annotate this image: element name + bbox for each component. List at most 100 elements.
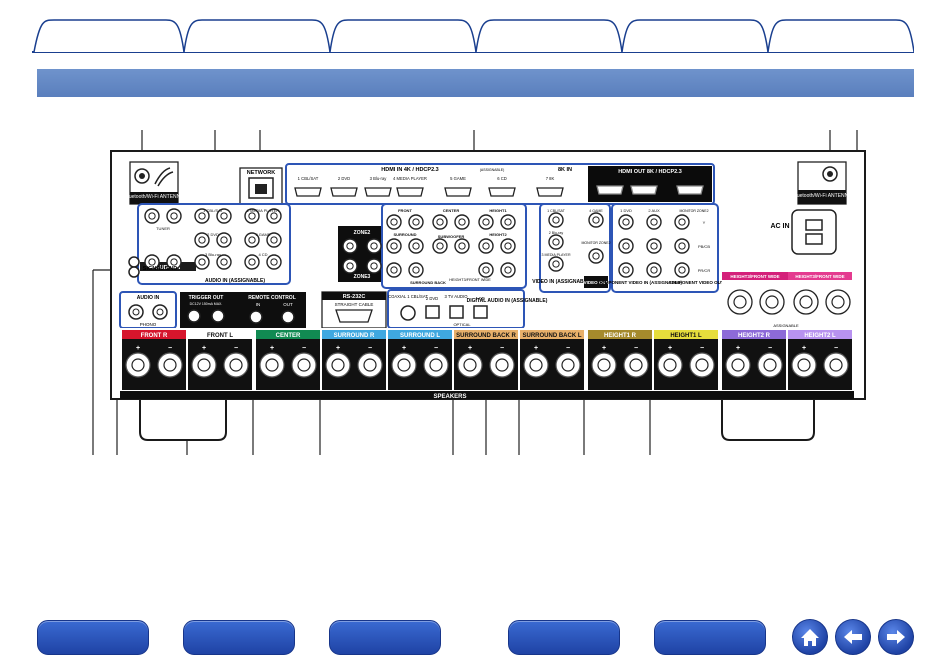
preout-jack[interactable] <box>408 262 424 278</box>
speaker-terminal-pair[interactable]: HEIGHT1 R+− <box>588 330 652 390</box>
audio-in-jack[interactable] <box>216 232 232 248</box>
remote-out-jack[interactable] <box>281 310 295 324</box>
bottom-nav-2[interactable] <box>183 620 295 655</box>
preout-jack[interactable] <box>478 214 494 230</box>
hdmi-output-port[interactable] <box>630 185 658 195</box>
preout-jack[interactable] <box>386 238 402 254</box>
hdmi-output-port[interactable] <box>596 185 624 195</box>
speaker-terminal-pair[interactable]: FRONT R+− <box>122 330 186 390</box>
signal-gnd[interactable]: SIGNAL GND <box>128 256 177 278</box>
zone3-jack-l[interactable] <box>342 258 358 274</box>
height3-terminal-pair[interactable] <box>793 289 851 315</box>
audio-in-jack[interactable] <box>194 232 210 248</box>
phono-input[interactable]: AUDIO IN PHONO <box>119 291 177 329</box>
speaker-terminal-pair[interactable]: HEIGHT2 L+− <box>788 330 852 390</box>
trigger-remote-block: TRIGGER OUT DC12V 150mA MAX. REMOTE CONT… <box>180 292 306 328</box>
preout-jack[interactable] <box>454 238 470 254</box>
back-button[interactable] <box>835 619 871 655</box>
bottom-nav-4[interactable] <box>508 620 620 655</box>
preout-jack[interactable] <box>386 214 402 230</box>
speaker-terminal-pair[interactable]: CENTER+− <box>256 330 320 390</box>
hdmi-output-port[interactable] <box>676 185 704 195</box>
hdmi-input-port[interactable] <box>488 187 516 197</box>
polarity-mark: − <box>368 345 372 352</box>
component-jack[interactable] <box>618 238 634 254</box>
optical-tv-port[interactable] <box>449 305 464 319</box>
speaker-terminal-pair[interactable]: SURROUND R+− <box>322 330 386 390</box>
preout-jack[interactable] <box>500 238 516 254</box>
audio-in-jack[interactable] <box>244 232 260 248</box>
component-jack[interactable] <box>674 214 690 230</box>
preout-jack[interactable] <box>478 238 494 254</box>
component-jack[interactable] <box>646 214 662 230</box>
audio-in-jack[interactable] <box>244 254 260 270</box>
remote-in-jack[interactable] <box>249 310 263 324</box>
optical-cd-port[interactable] <box>473 305 488 319</box>
preout-jack[interactable] <box>408 238 424 254</box>
speaker-terminal-pair[interactable]: SURROUND BACK R+− <box>454 330 518 390</box>
component-jack[interactable] <box>674 262 690 278</box>
audio-in-jack[interactable] <box>266 254 282 270</box>
audio-in-jack[interactable] <box>166 254 182 270</box>
audio-in-jack[interactable] <box>244 208 260 224</box>
speaker-terminal-pair[interactable]: SURROUND L+− <box>388 330 452 390</box>
audio-in-jack[interactable] <box>216 208 232 224</box>
preout-jack[interactable] <box>432 214 448 230</box>
trigger-jack-2[interactable] <box>211 309 225 323</box>
hdmi-input-port[interactable] <box>330 187 358 197</box>
optical-dvd-port[interactable] <box>425 305 440 319</box>
audio-in-jack[interactable] <box>266 208 282 224</box>
component-jack[interactable] <box>646 262 662 278</box>
hdmi-input-port[interactable] <box>396 187 424 197</box>
video-jack[interactable] <box>548 212 564 228</box>
video-jack[interactable] <box>588 248 604 264</box>
network-port[interactable]: NETWORK <box>239 167 283 207</box>
component-jack[interactable] <box>618 262 634 278</box>
zone3-jack-r[interactable] <box>366 258 382 274</box>
video-jack[interactable] <box>588 212 604 228</box>
preout-jack[interactable] <box>500 214 516 230</box>
bottom-nav-1[interactable] <box>37 620 149 655</box>
audio-in-jack[interactable] <box>144 208 160 224</box>
forward-button[interactable] <box>878 619 914 655</box>
hdmi-input-port[interactable] <box>444 187 472 197</box>
speaker-terminal-pair[interactable]: HEIGHT1 L+− <box>654 330 718 390</box>
antenna-left[interactable]: Bluetooth/Wi-Fi ANTENNA <box>124 161 184 205</box>
audio-in-jack[interactable] <box>266 232 282 248</box>
audio-in-jack[interactable] <box>194 254 210 270</box>
component-jack[interactable] <box>674 238 690 254</box>
component-jack[interactable] <box>646 238 662 254</box>
hdmi-input-port[interactable] <box>364 187 392 197</box>
coaxial-jack[interactable] <box>400 305 416 321</box>
zone2-jack-r[interactable] <box>366 238 382 254</box>
speaker-terminal-pair[interactable]: FRONT L+− <box>188 330 252 390</box>
video-jack[interactable] <box>548 256 564 272</box>
speaker-terminal-pair[interactable]: HEIGHT2 R+− <box>722 330 786 390</box>
audio-in-jack[interactable] <box>194 208 210 224</box>
audio-in-jack[interactable] <box>144 254 160 270</box>
rs232c-port[interactable]: RS-232C STRAIGHT CABLE <box>321 291 387 329</box>
ac-in-socket[interactable]: AC IN <box>770 209 837 255</box>
polarity-mark: + <box>602 345 606 352</box>
speaker-terminal-pair[interactable]: SURROUND BACK L+− <box>520 330 584 390</box>
preout-jack[interactable] <box>408 214 424 230</box>
audio-in-jack[interactable] <box>216 254 232 270</box>
height3-terminal-pair[interactable] <box>727 289 785 315</box>
trigger-jack-1[interactable] <box>187 309 201 323</box>
component-jack[interactable] <box>618 214 634 230</box>
bottom-nav-3[interactable] <box>329 620 441 655</box>
preout-jack[interactable] <box>386 262 402 278</box>
video-jack[interactable] <box>548 234 564 250</box>
zone2-jack-l[interactable] <box>342 238 358 254</box>
preout-jack[interactable] <box>432 238 448 254</box>
preout-jack[interactable] <box>454 214 470 230</box>
preout-jack[interactable] <box>478 262 494 278</box>
antenna-right[interactable]: Bluetooth/Wi-Fi ANTENNA <box>792 161 852 205</box>
audio-in-jack[interactable] <box>166 208 182 224</box>
hdmi-input-port[interactable] <box>294 187 322 197</box>
preout-jack[interactable] <box>500 262 516 278</box>
hdmi-input-port[interactable] <box>536 187 564 197</box>
home-button[interactable] <box>792 619 828 655</box>
bottom-nav-5[interactable] <box>654 620 766 655</box>
component-sub-label: Y <box>703 220 706 225</box>
